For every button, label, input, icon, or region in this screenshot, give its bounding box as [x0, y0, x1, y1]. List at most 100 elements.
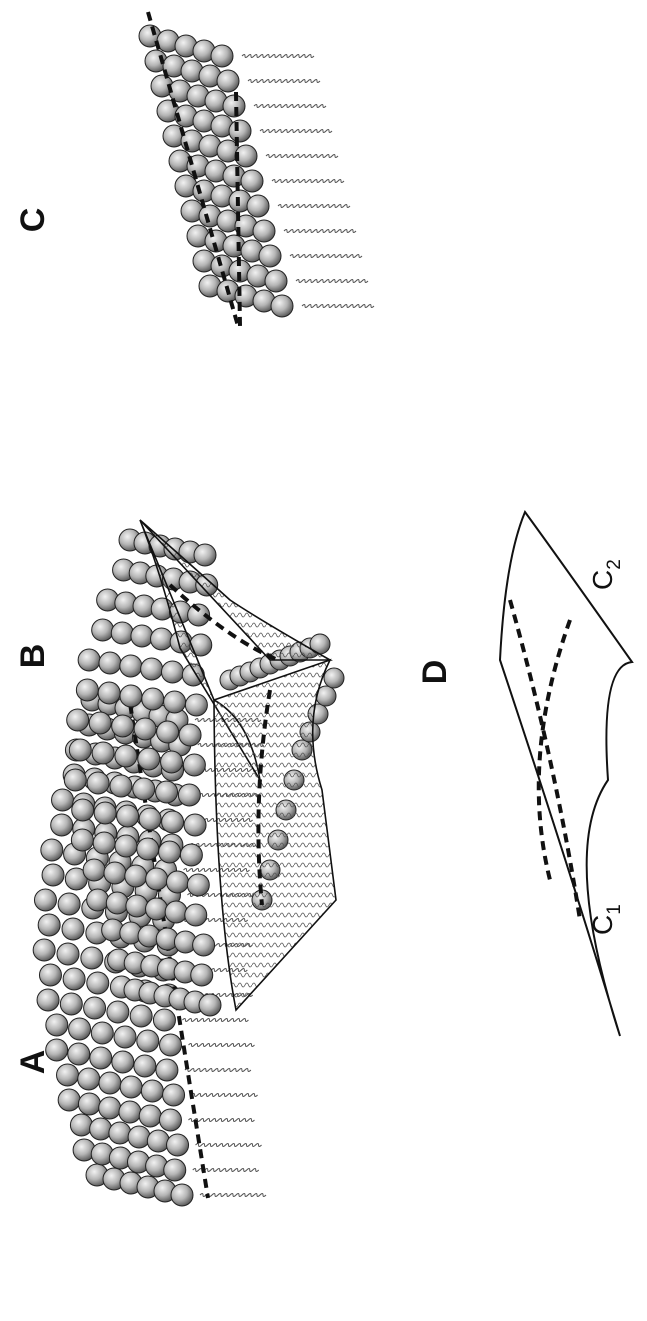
- lipid-head: [126, 895, 148, 917]
- lipid-head: [271, 295, 293, 317]
- lipid-head: [211, 45, 233, 67]
- lipid-tail: [248, 80, 320, 83]
- lipid-tail: [182, 1019, 248, 1022]
- lipid-head: [37, 989, 59, 1011]
- lipid-head: [229, 120, 251, 142]
- lipid-head: [147, 1130, 169, 1152]
- lipid-head: [38, 914, 60, 936]
- lipid-head: [87, 889, 109, 911]
- lipid-head: [163, 1084, 185, 1106]
- lipid-head: [90, 1047, 112, 1069]
- lipid-head: [78, 1093, 100, 1115]
- lipid-head: [76, 679, 98, 701]
- lipid-tail: [290, 255, 362, 258]
- lipid-tail: [278, 205, 350, 208]
- lipid-head: [104, 862, 126, 884]
- lipid-tail: [185, 1069, 251, 1072]
- lipid-head: [141, 658, 163, 680]
- lipid-head: [131, 625, 153, 647]
- lipid-head: [161, 661, 183, 683]
- lipid-head: [159, 841, 181, 863]
- lipid-head: [93, 832, 115, 854]
- lipid-head: [179, 724, 201, 746]
- lipid-head: [241, 170, 263, 192]
- panel-d-label: D: [416, 660, 454, 685]
- lipid-head: [69, 739, 91, 761]
- lipid-head: [57, 943, 79, 965]
- lipid-head: [62, 918, 84, 940]
- lipid-head: [87, 972, 109, 994]
- lipid-tail: [260, 130, 332, 133]
- lipid-head: [137, 838, 159, 860]
- lipid-head: [142, 688, 164, 710]
- lipid-head: [193, 934, 215, 956]
- lipid-head: [46, 1014, 68, 1036]
- lipid-head: [112, 1051, 134, 1073]
- lipid-tail: [284, 230, 356, 233]
- panel-a-label: A: [14, 1050, 52, 1075]
- lipid-head: [70, 1114, 92, 1136]
- lipid-head: [253, 220, 275, 242]
- lipid-head: [119, 1101, 141, 1123]
- lipid-tail: [296, 280, 368, 283]
- lipid-head: [78, 1068, 100, 1090]
- lipid-head: [99, 652, 121, 674]
- lipid-head: [160, 1034, 182, 1056]
- lipid-head: [141, 1080, 163, 1102]
- lipid-head: [58, 1089, 80, 1111]
- lipid-head: [67, 709, 89, 731]
- lipid-head: [191, 964, 213, 986]
- lipid-head: [51, 814, 73, 836]
- lipid-head: [92, 619, 114, 641]
- lipid-head: [265, 270, 287, 292]
- lipid-head: [115, 835, 137, 857]
- lipid-tail: [242, 55, 314, 58]
- lipid-head: [199, 994, 221, 1016]
- lipid-head: [164, 1159, 186, 1181]
- lipid-head: [58, 893, 80, 915]
- lipid-head: [98, 682, 120, 704]
- lipid-head: [184, 814, 206, 836]
- lipid-head: [156, 1059, 178, 1081]
- panel-b: B: [14, 520, 344, 1016]
- lipid-head: [171, 1184, 193, 1206]
- lipid-head: [39, 964, 61, 986]
- lipid-head: [151, 628, 173, 650]
- lipid-head: [83, 859, 105, 881]
- lipid-head: [166, 871, 188, 893]
- lipid-head: [133, 778, 155, 800]
- lipid-head: [117, 805, 139, 827]
- lipid-head: [139, 808, 161, 830]
- lipid-head: [153, 1009, 175, 1031]
- lipid-head: [120, 685, 142, 707]
- lipid-head: [33, 939, 55, 961]
- lipid-head: [69, 1018, 91, 1040]
- lipid-head: [110, 775, 132, 797]
- lipid-head: [194, 544, 216, 566]
- lipid-head: [109, 1122, 131, 1144]
- lipid-tail: [189, 1044, 255, 1047]
- lipid-head: [130, 1005, 152, 1027]
- lipid-tail: [266, 155, 338, 158]
- lipid-head: [41, 839, 63, 861]
- lipid-head: [91, 1022, 113, 1044]
- lipid-head: [137, 1030, 159, 1052]
- lipid-head: [217, 70, 239, 92]
- lipid-head: [324, 668, 344, 688]
- lipid-head: [157, 721, 179, 743]
- lipid-head: [52, 789, 74, 811]
- lipid-head: [162, 811, 184, 833]
- lipid-tail: [254, 105, 326, 108]
- lipid-head: [115, 745, 137, 767]
- lipid-tail: [272, 180, 344, 183]
- lipid-head: [167, 1134, 189, 1156]
- lipid-head: [90, 1118, 112, 1140]
- lipid-head: [125, 865, 147, 887]
- lipid-tail: [196, 1144, 262, 1147]
- lipid-head: [180, 844, 202, 866]
- lipid-tail: [188, 1119, 254, 1122]
- lipid-head: [120, 1076, 142, 1098]
- lipid-head: [161, 751, 183, 773]
- lipid-head: [187, 874, 209, 896]
